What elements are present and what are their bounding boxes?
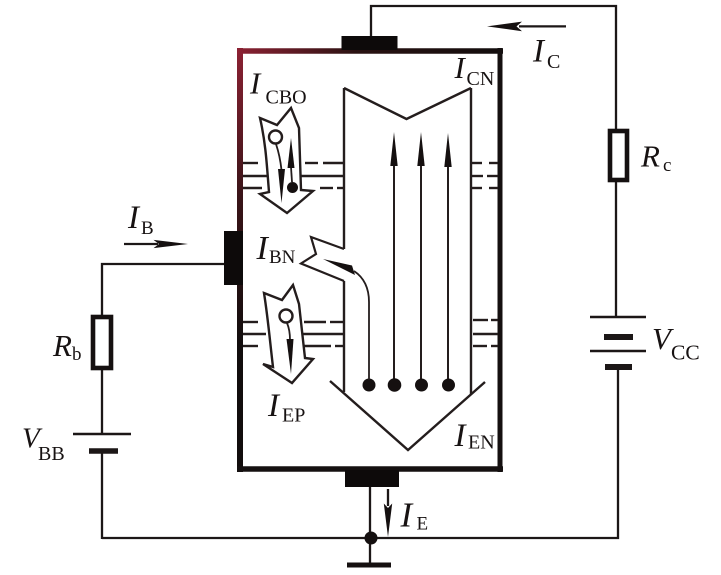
svg-text:V: V [22,423,43,455]
svg-text:I: I [454,50,467,85]
svg-text:BN: BN [269,247,296,268]
svg-text:I: I [454,418,468,454]
svg-text:I: I [400,496,415,535]
svg-text:R: R [52,328,72,363]
svg-text:B: B [141,218,154,239]
svg-text:I: I [267,388,281,424]
svg-text:C: C [547,51,560,73]
svg-text:EN: EN [468,432,495,454]
svg-text:R: R [640,139,660,174]
svg-text:b: b [72,344,82,365]
svg-text:CC: CC [671,341,700,365]
svg-text:I: I [532,34,546,70]
svg-text:BB: BB [38,443,65,465]
svg-text:I: I [127,200,141,236]
svg-text:CN: CN [467,68,495,90]
svg-text:I: I [256,230,270,267]
svg-text:EP: EP [282,405,305,427]
svg-text:V: V [652,321,674,356]
svg-text:I: I [249,66,262,101]
svg-text:c: c [663,155,671,176]
svg-text:E: E [417,514,429,535]
svg-text:CBO: CBO [266,87,307,109]
